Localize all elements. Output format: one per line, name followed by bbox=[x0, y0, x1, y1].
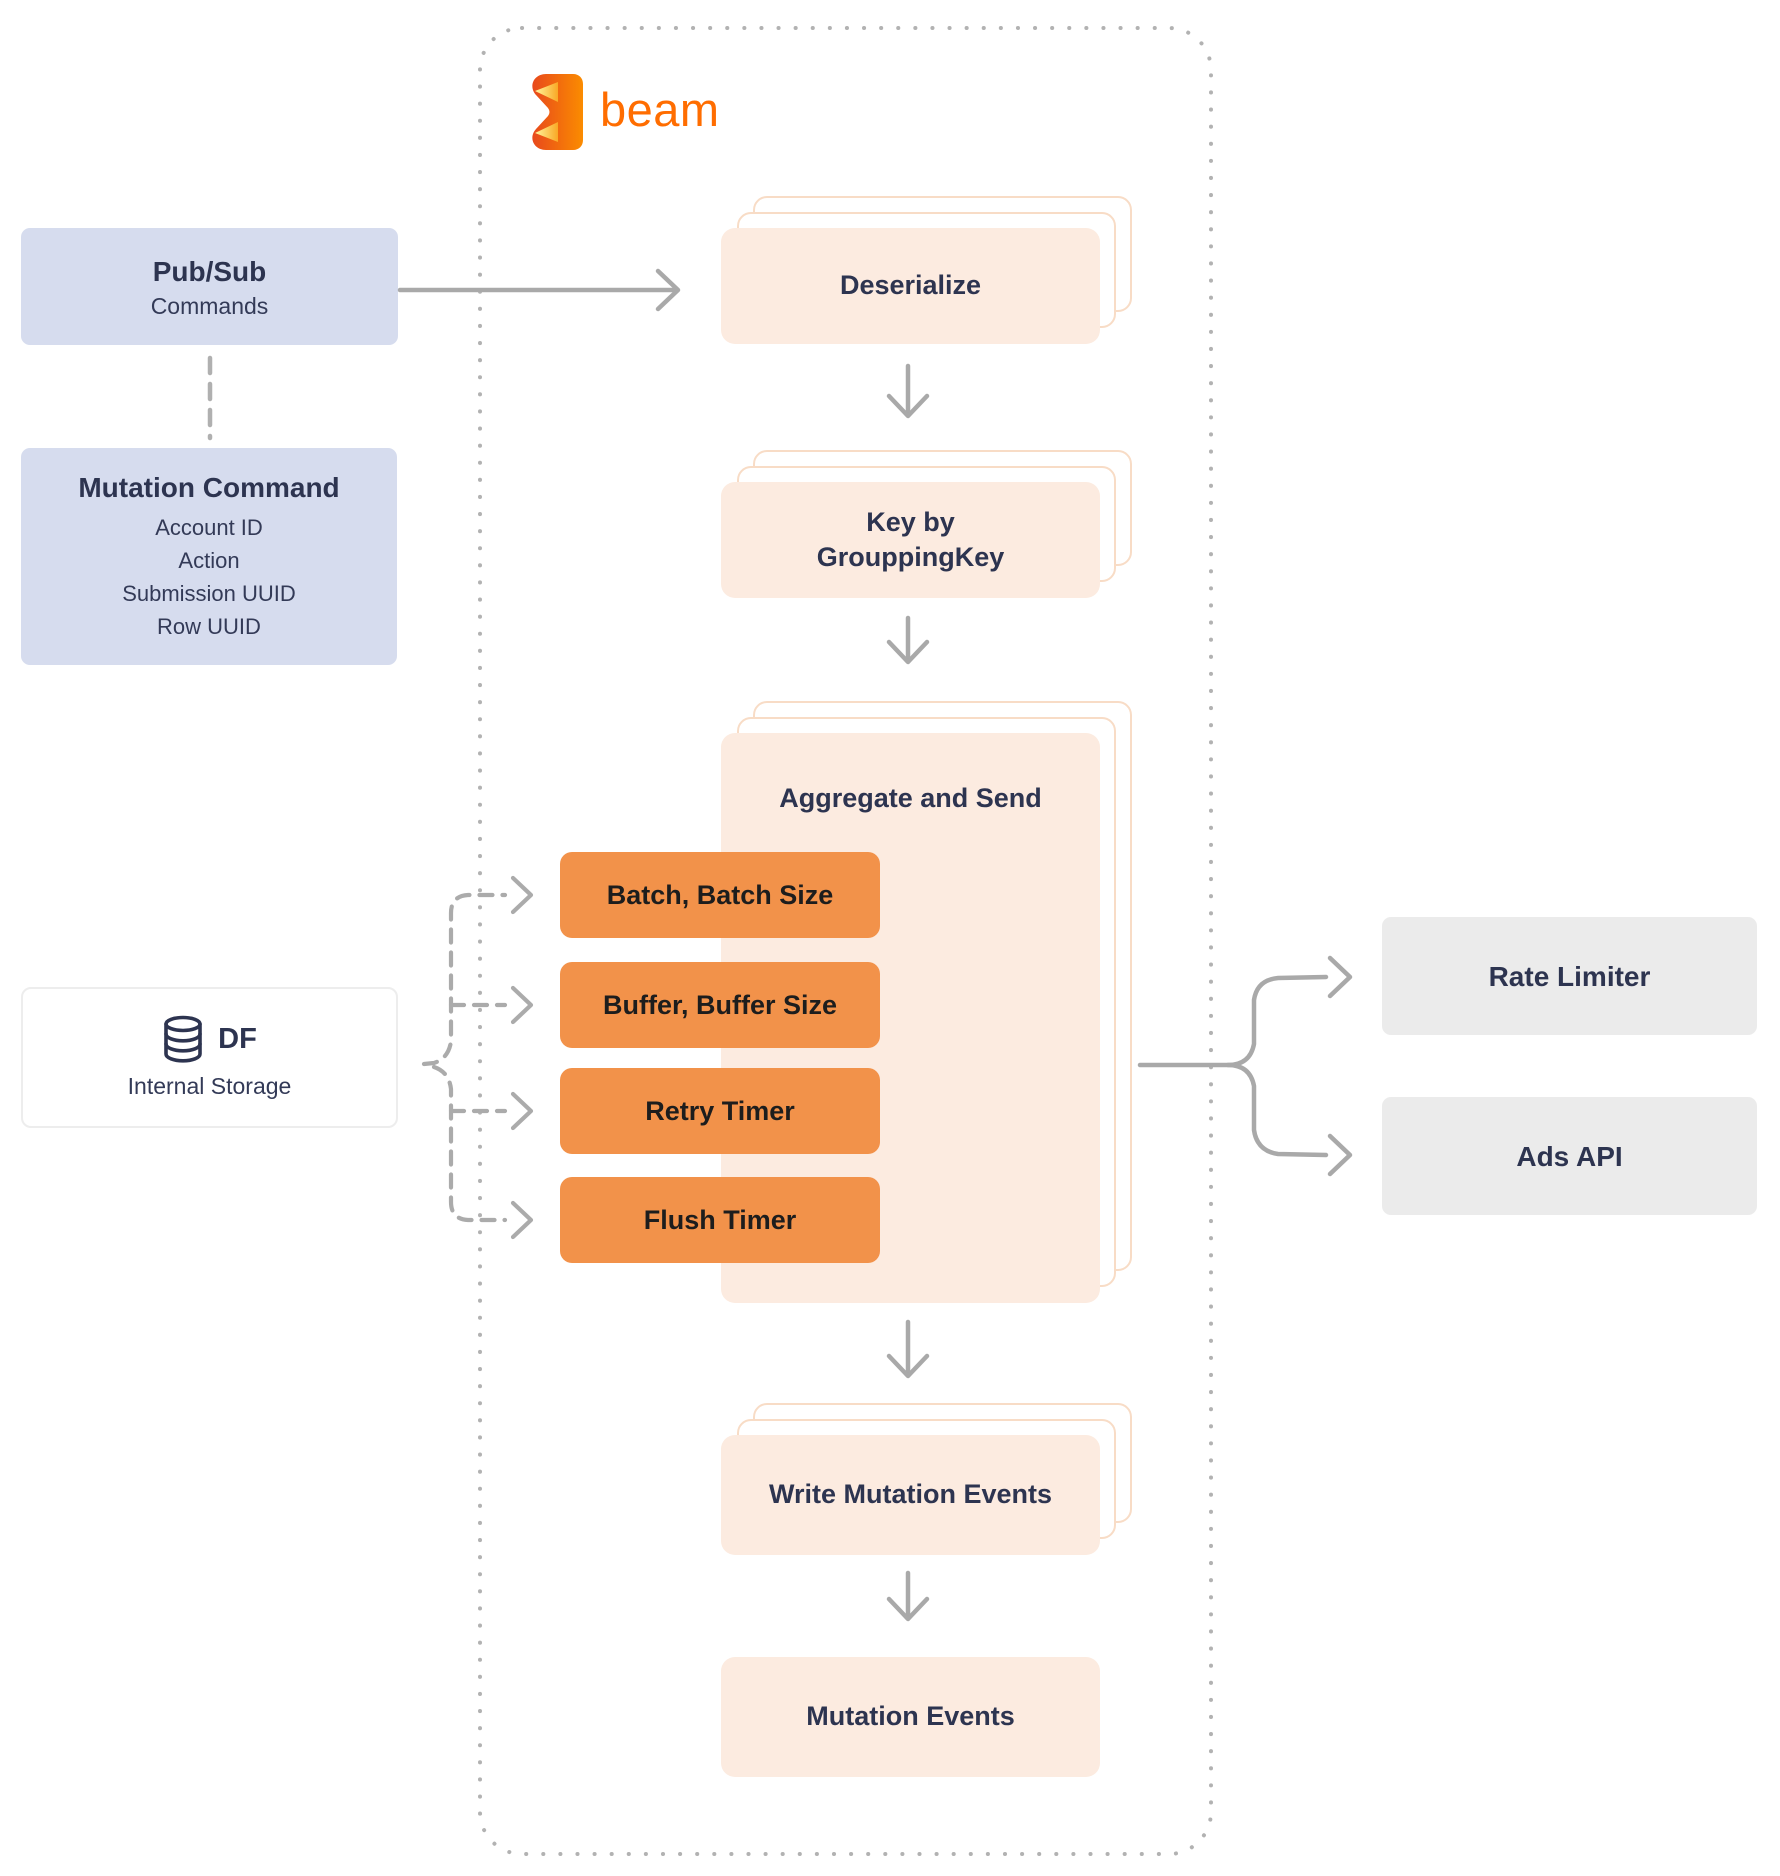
storage-title: DF bbox=[218, 1022, 257, 1055]
pubsub-title: Pub/Sub bbox=[152, 255, 267, 287]
dashed-df-to-batch bbox=[421, 892, 508, 1067]
beam-wordmark: beam bbox=[600, 82, 720, 136]
aggregate-label: Aggregate and Send bbox=[779, 783, 1042, 813]
internal-storage-node: DF Internal Storage bbox=[21, 987, 398, 1128]
param-chip-buffer: Buffer, Buffer Size bbox=[560, 962, 880, 1048]
mutation-command-node: Mutation Command Account ID Action Submi… bbox=[21, 448, 397, 665]
rate-limiter-label: Rate Limiter bbox=[1488, 960, 1651, 992]
mutation-command-title: Mutation Command bbox=[78, 472, 340, 503]
pubsub-subtitle: Commands bbox=[150, 292, 269, 319]
mutation-field: Submission UUID bbox=[122, 581, 296, 606]
dashed-df-to-flush bbox=[431, 1064, 508, 1223]
ads-api-label: Ads API bbox=[1516, 1140, 1623, 1172]
beam-logo-icon bbox=[532, 74, 583, 150]
mutation-field: Action bbox=[178, 548, 240, 573]
mutation-field: Row UUID bbox=[157, 614, 261, 639]
mutation-field: Account ID bbox=[155, 515, 263, 540]
deserialize-step: Deserialize bbox=[721, 196, 1132, 344]
ads-api-node: Ads API bbox=[1382, 1097, 1757, 1215]
mutation-events-label: Mutation Events bbox=[806, 1701, 1015, 1732]
storage-subtitle: Internal Storage bbox=[127, 1073, 292, 1099]
write-mutation-events-label: Write Mutation Events bbox=[768, 1479, 1053, 1510]
pubsub-node: Pub/Sub Commands bbox=[21, 228, 398, 345]
key-by-label-line1: Key by bbox=[866, 506, 955, 537]
param-chip-retry-timer: Retry Timer bbox=[560, 1068, 880, 1154]
write-mutation-events-step: Write Mutation Events bbox=[721, 1403, 1132, 1555]
beam-logo: beam bbox=[531, 74, 720, 150]
deserialize-label: Deserialize bbox=[839, 270, 982, 301]
mutation-events-step: Mutation Events bbox=[721, 1657, 1100, 1777]
param-chip-flush-timer: Flush Timer bbox=[560, 1177, 880, 1263]
param-chip-batch: Batch, Batch Size bbox=[560, 852, 880, 938]
key-by-label-line2: GrouppingKey bbox=[816, 542, 1005, 572]
key-by-step: Key by GrouppingKey bbox=[721, 450, 1132, 598]
database-icon bbox=[164, 1015, 202, 1063]
rate-limiter-node: Rate Limiter bbox=[1382, 917, 1757, 1035]
connector-aggregate-to-outputs bbox=[1137, 974, 1329, 1068]
